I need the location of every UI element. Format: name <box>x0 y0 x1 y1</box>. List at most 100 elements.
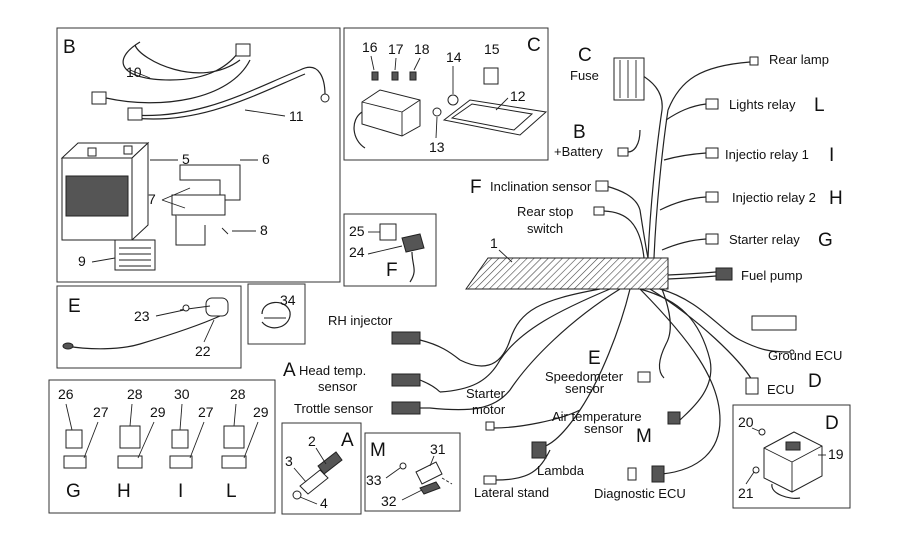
callout-injectio-relay-2: Injectio relay 2 <box>732 190 816 205</box>
panel-ecu-letter: D <box>825 413 839 434</box>
callout-rear-lamp: Rear lamp <box>769 52 829 67</box>
part-number-20: 20 <box>738 414 754 430</box>
part-number-26: 26 <box>58 386 74 402</box>
part-number-29b: 29 <box>253 404 269 420</box>
relay-I <box>169 429 193 469</box>
part-number-17: 17 <box>388 41 404 57</box>
callout-speedometer-line1: Speedometer <box>545 369 624 384</box>
part-number-23: 23 <box>134 308 150 324</box>
panel-ecu <box>732 404 851 509</box>
relay-letter-I: I <box>178 481 183 502</box>
part-number-27a: 27 <box>93 404 109 420</box>
relay-letter-H: H <box>117 481 131 502</box>
callout-injectio-relay-1: Injectio relay 1 <box>725 147 809 162</box>
callout-head-temp-line2: sensor <box>318 379 358 394</box>
callout-air-temp-line2: sensor <box>584 421 624 436</box>
callout-lambda: Lambda <box>537 463 585 478</box>
battery-cable-10 <box>91 41 251 105</box>
panel-relays <box>48 379 276 514</box>
clip-15 <box>483 67 499 85</box>
panel-fuse-small-letter: F <box>386 260 398 281</box>
part-number-28b: 28 <box>230 386 246 402</box>
part-number-12: 12 <box>510 88 526 104</box>
ecu-unit <box>763 431 823 499</box>
head-temp-connector <box>391 373 421 387</box>
part-number-22: 22 <box>195 343 211 359</box>
panel-clamp-34 <box>247 283 306 345</box>
air-temp-sensor <box>399 461 453 495</box>
part-number-3: 3 <box>285 453 293 469</box>
rear-stop-switch-connector <box>593 206 605 216</box>
panel-air-temp-letter: M <box>370 440 386 461</box>
main-harness <box>419 61 791 481</box>
panel-head-temp-letter: A <box>341 430 354 451</box>
callout-diagnostic-ecu: Diagnostic ECU <box>594 486 686 501</box>
diagnostic-connector <box>651 465 665 483</box>
panel-speedo-sensor <box>56 285 242 369</box>
part-number-21: 21 <box>738 485 754 501</box>
fuse-holder-24 <box>401 233 425 253</box>
panel-head-temp <box>281 422 362 515</box>
callout-lights-relay: Lights relay <box>729 97 796 112</box>
callout-inclination-letter: F <box>470 177 482 198</box>
callout-trottle-sensor: Trottle sensor <box>294 401 374 416</box>
relay-letter-G: G <box>66 481 81 502</box>
battery-cable-11 <box>127 66 330 121</box>
part-number-31: 31 <box>430 441 446 457</box>
trottle-sensor-connector <box>391 401 421 415</box>
relay-L <box>221 425 247 469</box>
head-temp-sensor <box>292 451 343 500</box>
callout-battery: +Battery <box>554 144 603 159</box>
callout-lights-relay-letter: L <box>814 95 825 116</box>
callout-fuel-pump: Fuel pump <box>741 268 802 283</box>
part-number-5: 5 <box>182 151 190 167</box>
inclination-sensor-connector <box>595 180 609 192</box>
panel-battery <box>56 27 341 283</box>
callout-fuse: Fuse <box>570 68 599 83</box>
fuse-box-cover-12 <box>442 99 548 136</box>
battery-label-9 <box>114 239 156 271</box>
part-number-16: 16 <box>362 39 378 55</box>
speedometer-connector <box>637 371 651 383</box>
callout-rh-injector: RH injector <box>328 313 393 328</box>
panel-air-temp <box>364 432 461 512</box>
part-number-25: 25 <box>349 223 365 239</box>
part-number-15: 15 <box>484 41 500 57</box>
part-number-24: 24 <box>349 244 365 260</box>
callout-air-temp-letter: M <box>636 426 652 447</box>
part-number-4: 4 <box>320 495 328 511</box>
callout-rear-stop-line2: switch <box>527 221 563 236</box>
callout-speedometer-line2: sensor <box>565 381 605 396</box>
callout-ground-ecu: Ground ECU <box>768 348 842 363</box>
air-temp-connector <box>667 411 681 425</box>
callout-starter-motor-line2: motor <box>472 402 506 417</box>
panel-fuse-box <box>343 27 549 161</box>
lambda-connector <box>531 441 547 459</box>
starter-relay-connector <box>705 233 719 245</box>
screw-23 <box>182 304 190 312</box>
part-number-6: 6 <box>262 151 270 167</box>
fuel-pump-connector <box>715 267 733 281</box>
fuse-connector <box>613 57 645 101</box>
callout-fuse-letter: C <box>578 45 592 66</box>
callout-injectio-relay-1-letter: I <box>829 145 834 166</box>
part-number-27b: 27 <box>198 404 214 420</box>
fuse-holder <box>353 71 421 149</box>
panel-fuse-box-letter: C <box>527 35 541 56</box>
ground-ecu-tag <box>751 315 797 331</box>
battery-5 <box>60 141 150 242</box>
callout-rear-stop-line1: Rear stop <box>517 204 573 219</box>
callout-starter-relay-letter: G <box>818 230 833 251</box>
part-number-1: 1 <box>490 235 498 251</box>
part-number-8: 8 <box>260 222 268 238</box>
part-number-11: 11 <box>289 108 304 124</box>
callout-lateral-stand: Lateral stand <box>474 485 549 500</box>
ecu-connector <box>745 377 759 395</box>
screw-20 <box>758 428 766 436</box>
fuse-25 <box>379 223 397 241</box>
relay-letter-L: L <box>226 481 237 502</box>
screw-21 <box>752 466 760 474</box>
callout-starter-motor-line1: Starter <box>466 386 506 401</box>
lights-relay-connector <box>705 98 719 110</box>
washer-14 <box>447 94 459 106</box>
